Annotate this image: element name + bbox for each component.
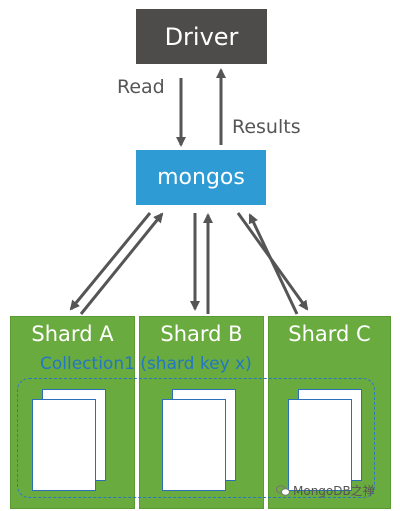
wechat-icon xyxy=(276,485,290,496)
watermark: MongoDB之禅 xyxy=(276,482,375,499)
mongos-node: mongos xyxy=(136,150,266,205)
shard-b-label: Shard B xyxy=(160,322,243,346)
shard-c-document-front xyxy=(288,399,352,491)
shard-a-label: Shard A xyxy=(31,322,114,346)
read-label: Read xyxy=(117,76,165,98)
shard-c-label: Shard C xyxy=(288,322,371,346)
shard-a-document-front xyxy=(32,399,96,491)
shard-c-to-mongos-arrow xyxy=(248,213,299,315)
results-label: Results xyxy=(232,116,301,138)
shard-a-to-mongos-arrow xyxy=(79,212,164,315)
collection-label: Collection1 (shard key x) xyxy=(40,354,252,374)
shard-b-document-front xyxy=(162,399,226,491)
mongos-label: mongos xyxy=(157,165,245,190)
collection-outline xyxy=(17,378,375,498)
driver-label: Driver xyxy=(164,22,239,51)
driver-node: Driver xyxy=(136,9,267,64)
mongos-to-shard-a-arrow xyxy=(69,212,152,311)
watermark-text: MongoDB之禅 xyxy=(293,484,375,498)
